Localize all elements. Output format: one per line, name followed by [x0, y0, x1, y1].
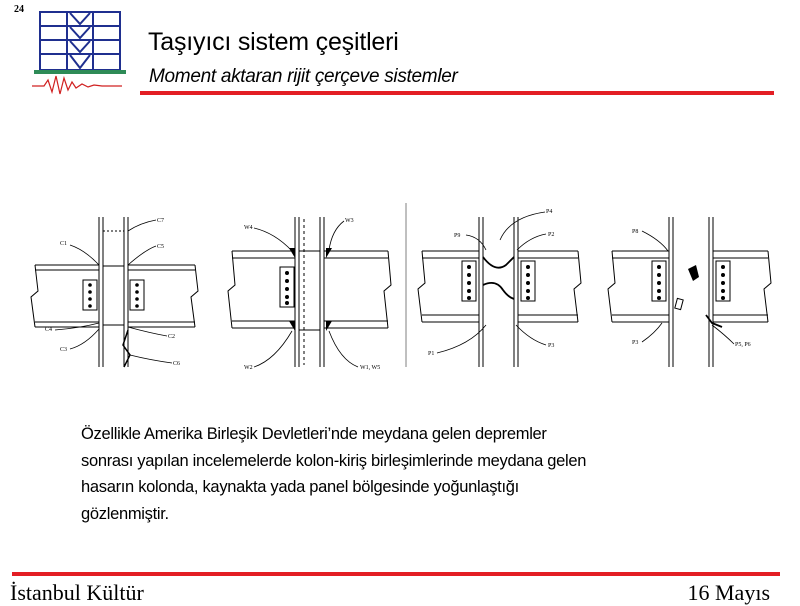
label-c4: C4 — [45, 327, 52, 333]
footer-rule — [12, 572, 780, 576]
label-p3: P3 — [548, 343, 554, 349]
connection-damage-figure: C7 C1 C5 C4 C2 C3 C6 W4 W3 W2 W1, W5 P4 … — [30, 203, 772, 371]
label-p2: P2 — [548, 232, 554, 238]
label-p1: P1 — [428, 351, 434, 357]
connection-panel-4 — [607, 217, 772, 367]
label-c3: C3 — [60, 347, 67, 353]
building-frame-logo — [32, 11, 126, 95]
slide-subtitle: Moment aktaran rijit çerçeve sistemler — [149, 66, 458, 87]
connection-panel-2 — [227, 217, 392, 367]
footer-right-text: 16 Mayıs — [687, 580, 771, 605]
page-number: 24 — [14, 4, 24, 15]
label-c2: C2 — [168, 334, 175, 340]
paragraph-line-2: sonrası yapılan incelemelerde kolon-kiri… — [81, 451, 587, 470]
label-c1: C1 — [60, 241, 67, 247]
label-c5: C5 — [157, 244, 164, 250]
label-w2: W2 — [244, 365, 253, 371]
label-p4: P4 — [546, 209, 552, 215]
label-w4: W4 — [244, 225, 253, 231]
label-p5-p6: P5, P6 — [735, 342, 751, 348]
title-underline — [140, 91, 774, 95]
label-c7: C7 — [157, 218, 164, 224]
label-p3-right: P3 — [632, 340, 638, 346]
slide-title: Taşıyıcı sistem çeşitleri — [148, 28, 399, 56]
paragraph-line-1: Özellikle Amerika Birleşik Devletleri’nd… — [81, 425, 547, 443]
label-c6: C6 — [173, 361, 180, 367]
label-w1-w5: W1, W5 — [360, 365, 380, 371]
body-paragraph: Özellikle Amerika Birleşik Devletleri’nd… — [81, 421, 681, 527]
label-p9: P9 — [454, 233, 460, 239]
connection-panel-3 — [405, 203, 582, 367]
label-w3: W3 — [345, 218, 354, 224]
label-p8: P8 — [632, 229, 638, 235]
paragraph-line-3: hasarın kolonda, kaynakta yada panel böl… — [81, 478, 519, 496]
footer-left-text: İstanbul Kültür — [10, 580, 144, 605]
connection-panel-1 — [30, 217, 199, 368]
paragraph-line-4: gözlenmiştir. — [81, 504, 169, 523]
